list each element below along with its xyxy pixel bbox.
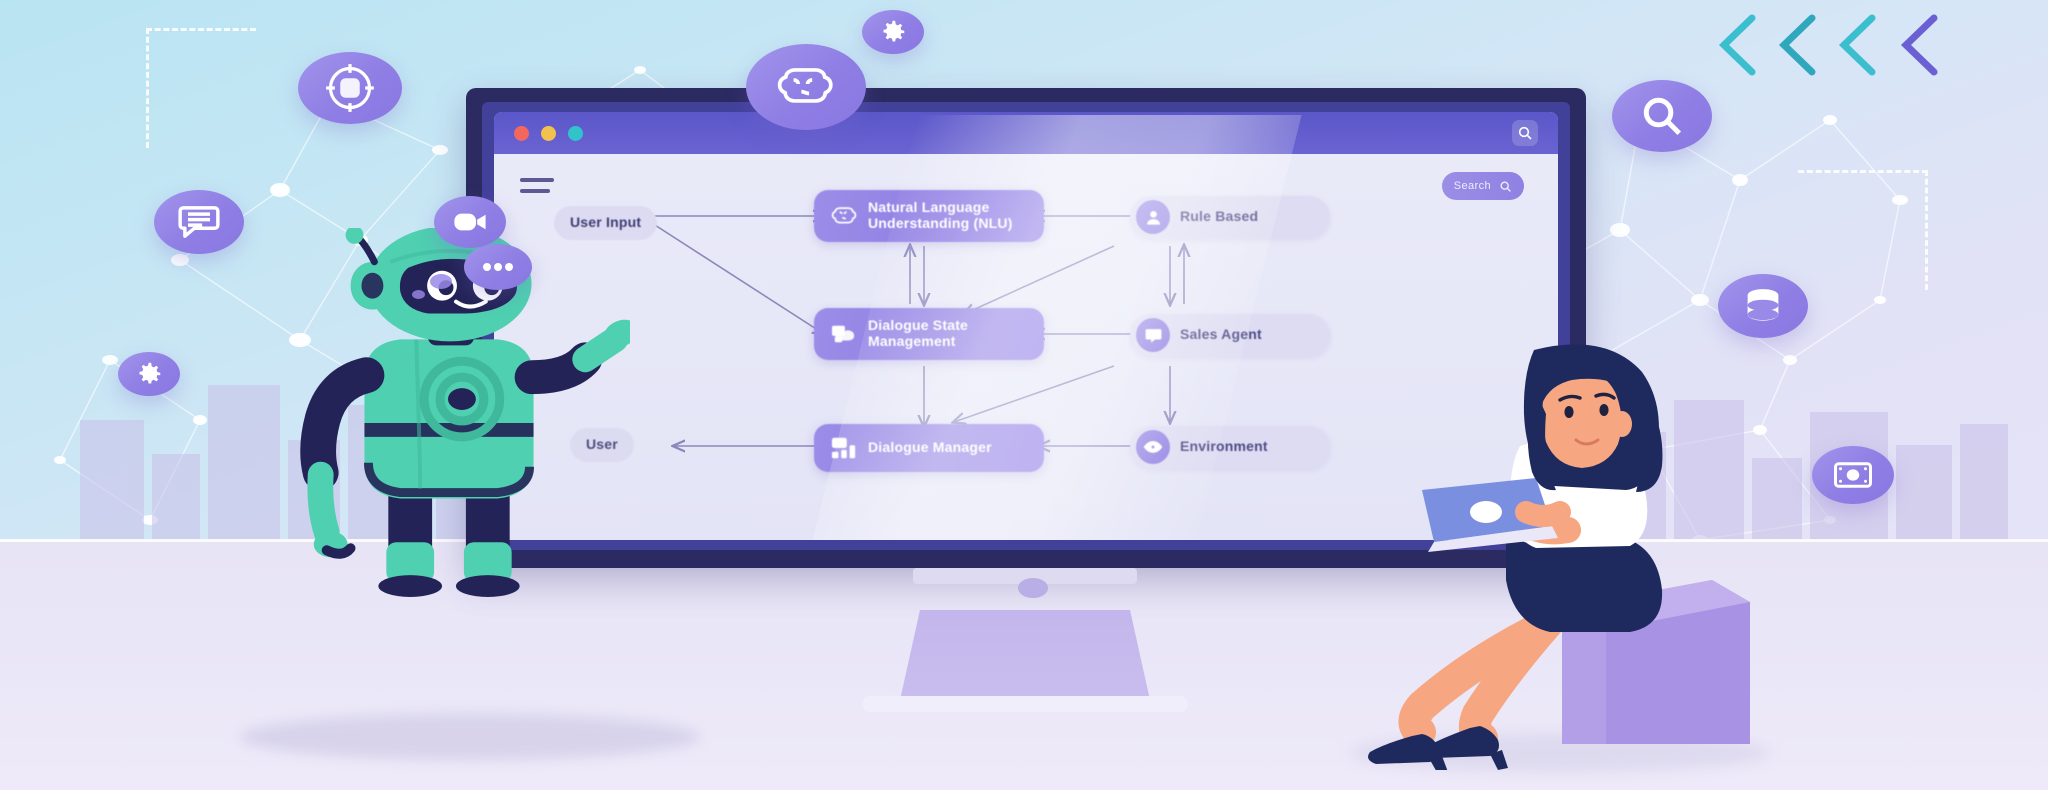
video-badge[interactable]: [434, 196, 506, 248]
brain-icon: [777, 68, 833, 103]
traffic-light-red-icon[interactable]: [514, 125, 529, 141]
search-input-label: Search: [1453, 180, 1491, 192]
search-icon: [1643, 97, 1682, 136]
money-badge[interactable]: [1812, 446, 1894, 504]
monitor-stand-button: [1018, 578, 1048, 598]
browser-chrome-bar: [494, 112, 1558, 154]
user-icon: [1136, 200, 1170, 234]
chart-icon: [830, 435, 858, 461]
flow-node-nlu-label: Natural Language Understanding (NLU): [868, 199, 1013, 231]
banknote-icon: [1834, 462, 1872, 488]
monitor-stand-foot: [862, 696, 1188, 712]
flow-node-environment-label: Environment: [1180, 438, 1268, 455]
thought-bubble-small: [430, 274, 452, 289]
chrome-search-icon[interactable]: [1512, 120, 1538, 146]
flow-node-user[interactable]: User: [570, 428, 634, 462]
monitor: Search: [466, 88, 1586, 568]
monitor-stand-neck: [913, 568, 1137, 584]
flow-node-environment[interactable]: Environment: [1130, 426, 1330, 468]
flow-node-rule-based[interactable]: Rule Based: [1130, 196, 1330, 238]
brain-badge[interactable]: [746, 44, 866, 130]
flow-node-user-input[interactable]: User Input: [554, 206, 658, 240]
flow-connectors: [643, 154, 1558, 540]
search-icon: [1500, 180, 1511, 192]
chevron-decoration: [1718, 14, 1938, 76]
flow-node-user-label: User: [586, 436, 618, 453]
traffic-light-green-icon[interactable]: [568, 125, 583, 141]
gear-icon: [883, 20, 905, 42]
search-input[interactable]: Search: [1441, 172, 1524, 200]
flow-node-rule-based-label: Rule Based: [1180, 208, 1259, 225]
video-chat-icon: [454, 213, 486, 231]
eye-icon: [1136, 430, 1170, 464]
robot-shadow: [240, 714, 700, 760]
ellipsis-icon: [483, 263, 513, 271]
chat-icon: [178, 206, 220, 238]
dashed-bracket-right: [1798, 170, 1928, 290]
flow-node-sales-agent-label: Sales Agent: [1180, 326, 1262, 343]
database-badge[interactable]: [1718, 274, 1808, 338]
database-icon: [1747, 289, 1779, 321]
flow-node-user-input-label: User Input: [570, 214, 642, 231]
monitor-stand-base: [900, 610, 1150, 700]
browser-viewport: Search: [494, 115, 1558, 540]
thought-bubble-tiny: [412, 290, 425, 299]
chat-icon: [1136, 318, 1170, 352]
gear-left-badge[interactable]: [118, 352, 180, 396]
flow-node-dialogue-state-label: Dialogue State Management: [868, 317, 969, 349]
flow-node-nlu[interactable]: Natural Language Understanding (NLU): [814, 190, 1044, 242]
target-badge[interactable]: [298, 52, 402, 124]
gear-icon: [139, 362, 161, 384]
dashed-bracket-left: [146, 28, 256, 148]
dots-badge[interactable]: [464, 244, 532, 290]
traffic-light-yellow-icon[interactable]: [541, 125, 556, 141]
search-badge[interactable]: [1612, 80, 1712, 152]
gear-top-badge[interactable]: [862, 10, 924, 54]
layers-icon: [830, 322, 858, 346]
flow-node-sales-agent[interactable]: Sales Agent: [1130, 314, 1330, 356]
flow-node-dialogue-state[interactable]: Dialogue State Management: [814, 308, 1044, 360]
brain-icon: [830, 203, 858, 229]
chat-badge[interactable]: [154, 190, 244, 254]
target-icon: [326, 64, 374, 112]
flow-node-dialogue-manager-label: Dialogue Manager: [868, 439, 992, 456]
hamburger-menu-icon[interactable]: [520, 178, 554, 200]
woman-character: [1368, 344, 1750, 770]
browser-window: Search: [494, 112, 1558, 540]
flow-node-dialogue-manager[interactable]: Dialogue Manager: [814, 424, 1044, 472]
